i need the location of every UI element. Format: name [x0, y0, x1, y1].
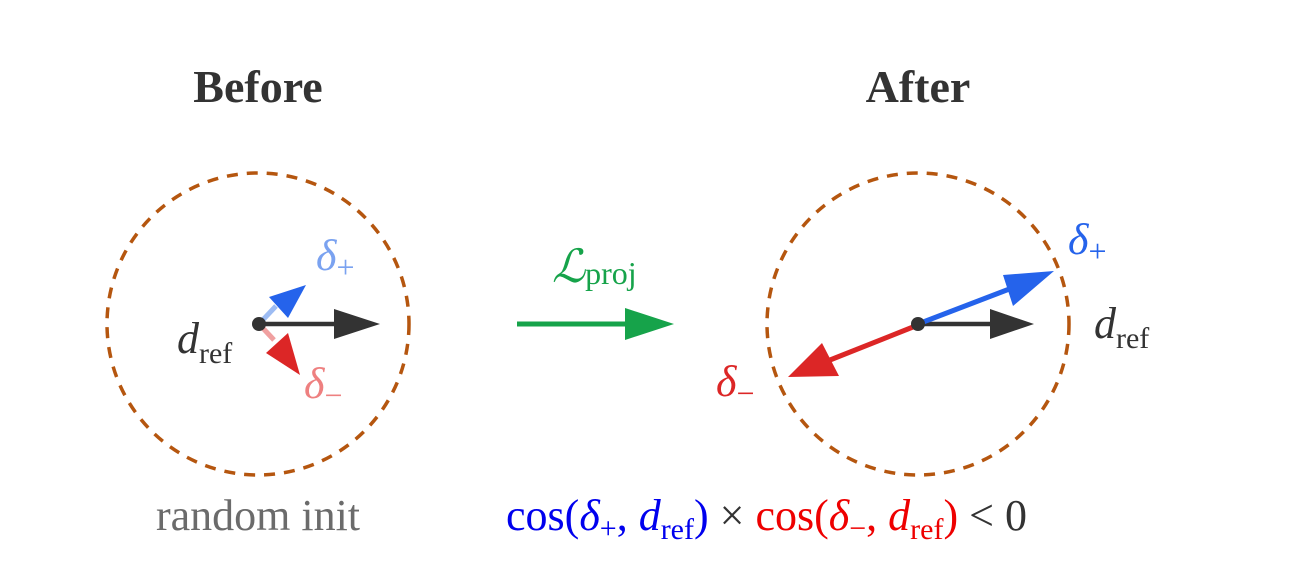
before-delta-plus-arrowhead — [269, 285, 306, 318]
after-delta-minus-arrowhead — [788, 343, 839, 377]
loss-arrow-head — [625, 308, 674, 340]
before-unit-circle — [105, 171, 411, 477]
before-panel: Before dref δ+ δ− random init — [105, 61, 411, 540]
before-origin-dot — [252, 317, 266, 331]
after-delta-plus-label: δ+ — [1068, 215, 1107, 269]
before-d-ref-label: dref — [177, 314, 232, 370]
before-delta-minus-label: δ− — [304, 359, 343, 413]
cosine-condition-equation: cos(δ+, dref) × cos(δ−, dref) < 0 — [506, 491, 1027, 546]
after-delta-minus-label: δ− — [716, 357, 755, 411]
before-delta-plus-label: δ+ — [316, 231, 355, 285]
loss-label: ℒproj — [552, 239, 637, 293]
after-delta-plus-shaft — [917, 285, 1013, 327]
after-d-ref-arrowhead — [990, 309, 1034, 339]
after-d-ref-label: dref — [1094, 299, 1149, 355]
before-caption: random init — [156, 491, 360, 540]
after-origin-dot — [911, 317, 925, 331]
after-panel: After δ+ dref δ− — [716, 61, 1149, 477]
before-d-ref-arrowhead — [334, 309, 380, 339]
before-delta-minus-arrowhead — [266, 333, 300, 375]
transition: ℒproj — [517, 239, 674, 340]
after-delta-minus-shaft — [829, 322, 919, 363]
after-unit-circle — [765, 171, 1071, 477]
after-delta-plus-arrowhead — [1003, 271, 1054, 306]
before-title: Before — [193, 61, 322, 112]
after-title: After — [866, 61, 971, 112]
